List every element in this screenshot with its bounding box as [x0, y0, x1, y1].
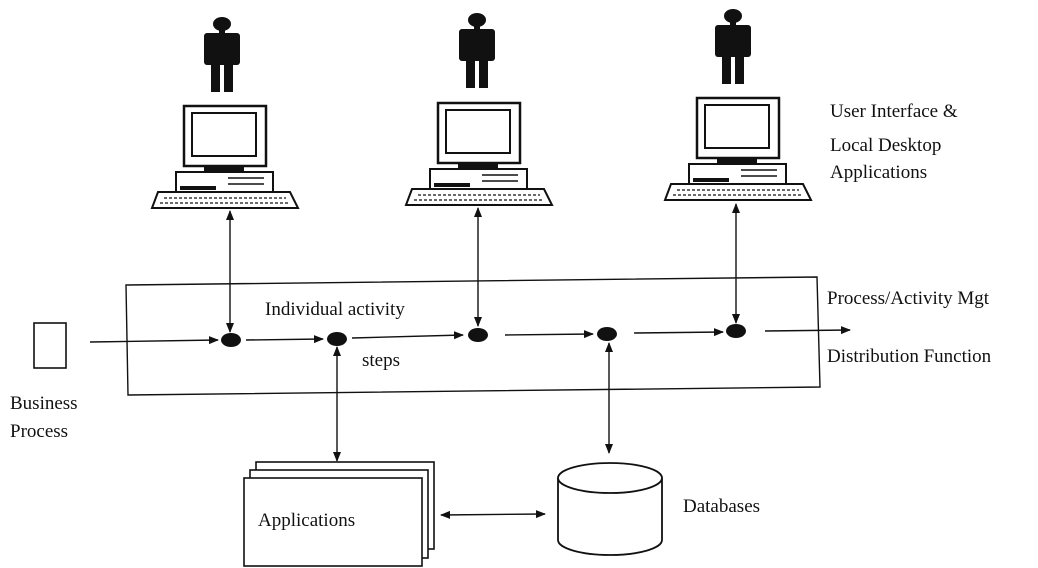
- applications-stack: [243, 461, 435, 567]
- business-process-label: Business Process: [10, 393, 78, 442]
- applications-label: Applications: [258, 510, 356, 531]
- user-figure-2: [459, 13, 495, 88]
- arrow-node5-out: [764, 326, 851, 335]
- arrow-node3-node4: [504, 330, 594, 339]
- computer-icon-3: [663, 96, 813, 201]
- individual-activity-label: Individual activity: [265, 299, 405, 320]
- database-icon: [557, 462, 663, 556]
- activity-node-2: [327, 332, 347, 346]
- user-figure-3: [715, 9, 751, 84]
- arrow-node4-node5: [633, 328, 724, 337]
- arrow-node2-node3: [351, 331, 464, 340]
- computer-icon-1: [150, 104, 300, 209]
- user-figure-1: [204, 17, 240, 92]
- distribution-function-label: Distribution Function: [827, 346, 992, 367]
- activity-node-4: [597, 327, 617, 341]
- business-process-doc-icon: [33, 322, 67, 369]
- process-mgt-label: Process/Activity Mgt: [827, 288, 990, 309]
- activity-node-1: [221, 333, 241, 347]
- arrow-node1-node2: [245, 335, 324, 344]
- steps-label: steps: [362, 350, 400, 371]
- activity-node-5: [726, 324, 746, 338]
- activity-node-3: [468, 328, 488, 342]
- computer-icon-2: [404, 101, 554, 206]
- process-band: [125, 276, 821, 396]
- arrow-applications-databases: [440, 510, 546, 519]
- arrow-doc-node1: [89, 336, 219, 345]
- databases-label: Databases: [683, 496, 761, 517]
- user-interface-label: User Interface & Local Desktop Applicati…: [830, 101, 958, 184]
